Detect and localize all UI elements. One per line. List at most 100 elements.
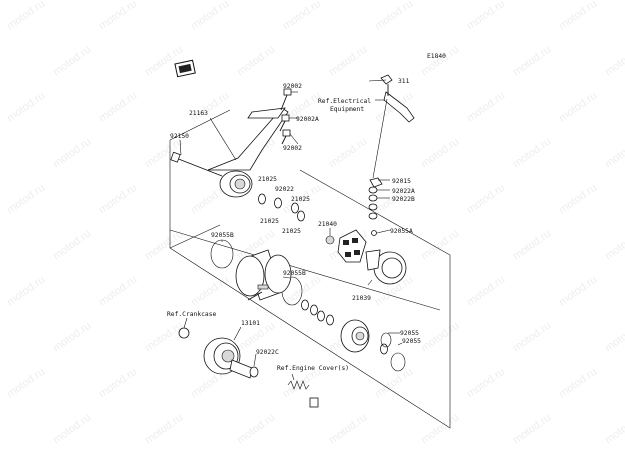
part-label-92002: 92002: [283, 83, 302, 90]
washer-set-21025: [258, 193, 305, 222]
bracket-21163: [207, 107, 289, 198]
bearing-housing: [340, 319, 388, 355]
watermark-text: motod.ru: [189, 90, 231, 125]
ref-electrical-line1: Ref.Electrical: [318, 98, 371, 105]
part-label-92022B: 92022B: [392, 196, 415, 203]
bolt-92002-b: [281, 129, 291, 145]
screw-21040: [325, 235, 335, 245]
watermark-text: motod.ru: [419, 412, 461, 447]
part-label-92150: 92150: [170, 133, 189, 140]
watermark-text: motod.ru: [5, 90, 47, 125]
part-label-21039: 21039: [352, 295, 371, 302]
watermark-text: motod.ru: [97, 182, 139, 217]
watermark-text: motod.ru: [603, 320, 625, 355]
watermark-text: motod.ru: [327, 44, 369, 79]
part-label-92015: 92015: [392, 178, 411, 185]
watermark-text: motod.ru: [97, 366, 139, 401]
ref-crankcase: Ref.Crankcase: [167, 311, 216, 318]
watermark-text: motod.ru: [373, 0, 415, 32]
watermark-text: motod.ru: [419, 228, 461, 263]
o-ring-92055: [380, 332, 406, 372]
watermark-text: motod.ru: [419, 320, 461, 355]
watermark-text: motod.ru: [465, 366, 507, 401]
book-icon: [174, 59, 196, 78]
shim-set: [301, 299, 334, 326]
part-label-21163: 21163: [189, 110, 208, 117]
starter-clutch-13101: [178, 327, 259, 379]
watermark-text: motod.ru: [5, 366, 47, 401]
bolt-92002-top: [280, 88, 292, 111]
bolt-92150: [170, 151, 223, 177]
brush-plate: [337, 229, 367, 263]
watermark-text: motod.ru: [557, 0, 599, 32]
part-label-92022: 92022: [275, 186, 294, 193]
watermark-text: motod.ru: [557, 90, 599, 125]
watermark-text: motod.ru: [281, 0, 323, 32]
watermark-text: motod.ru: [465, 182, 507, 217]
watermark-text: motod.ru: [51, 44, 93, 79]
watermark-text: motod.ru: [511, 44, 553, 79]
watermark-text: motod.ru: [51, 136, 93, 171]
watermark-text: motod.ru: [235, 412, 277, 447]
watermark-text: motod.ru: [603, 44, 625, 79]
part-label-92055A: 92055A: [390, 228, 413, 235]
part-label-21040: 21040: [318, 221, 337, 228]
watermark-text: motod.ru: [603, 412, 625, 447]
part-label-21025-c: 21025: [260, 218, 279, 225]
part-label-92055-a: 92055: [400, 330, 419, 337]
part-label-92055-b: 92055: [402, 338, 421, 345]
watermark-text: motod.ru: [5, 182, 47, 217]
nut-stack: [368, 177, 383, 236]
watermark-text: motod.ru: [51, 320, 93, 355]
part-label-92055B-b: 92055B: [283, 270, 306, 277]
watermark-text: motod.ru: [189, 0, 231, 32]
watermark-text: motod.ru: [5, 274, 47, 309]
watermark-text: motod.ru: [465, 274, 507, 309]
ref-electrical-line2: Equipment: [330, 106, 364, 113]
watermark-text: motod.ru: [511, 136, 553, 171]
watermark-text: motod.ru: [465, 90, 507, 125]
watermark-text: motod.ru: [51, 228, 93, 263]
part-label-92002A: 92002A: [296, 116, 319, 123]
motor-yoke: [235, 249, 292, 301]
watermark-text: motod.ru: [143, 412, 185, 447]
spring: [287, 380, 319, 408]
watermark-text: motod.ru: [511, 228, 553, 263]
part-label-21025-a: 21025: [258, 176, 277, 183]
watermark-text: motod.ru: [419, 136, 461, 171]
o-ring-92055B-left: [210, 239, 234, 269]
part-label-21025-b: 21025: [291, 196, 310, 203]
part-label-92002-b: 92002: [283, 145, 302, 152]
watermark-text: motod.ru: [5, 0, 47, 32]
watermark-text: motod.ru: [235, 44, 277, 79]
watermark-text: motod.ru: [143, 136, 185, 171]
watermark-text: motod.ru: [327, 136, 369, 171]
leader-lines: [179, 79, 403, 381]
part-label-21025-d: 21025: [282, 228, 301, 235]
watermark-text: motod.ru: [97, 274, 139, 309]
watermark-text: motod.ru: [327, 412, 369, 447]
end-cover-21039: [365, 249, 407, 285]
watermark-text: motod.ru: [419, 44, 461, 79]
part-label-92022A: 92022A: [392, 188, 415, 195]
watermark-text: motod.ru: [143, 320, 185, 355]
watermark-text: motod.ru: [51, 412, 93, 447]
part-label-92022C: 92022C: [256, 349, 279, 356]
part-label-92055B-a: 92055B: [211, 232, 234, 239]
watermark-text: motod.ru: [511, 320, 553, 355]
watermark-text: motod.ru: [557, 182, 599, 217]
watermark-text: motod.ru: [511, 412, 553, 447]
watermark-text: motod.ru: [189, 274, 231, 309]
watermark-text: motod.ru: [603, 228, 625, 263]
watermark-text: motod.ru: [465, 0, 507, 32]
watermark-text: motod.ru: [373, 366, 415, 401]
part-label-13101: 13101: [241, 320, 260, 327]
part-label-311: 311: [398, 78, 410, 85]
watermark-text: motod.ru: [97, 0, 139, 32]
diagram-code: E1840: [427, 53, 446, 60]
ref-engine-cover: Ref.Engine Cover(s): [277, 365, 349, 372]
watermark-text: motod.ru: [97, 90, 139, 125]
watermark-text: motod.ru: [557, 366, 599, 401]
